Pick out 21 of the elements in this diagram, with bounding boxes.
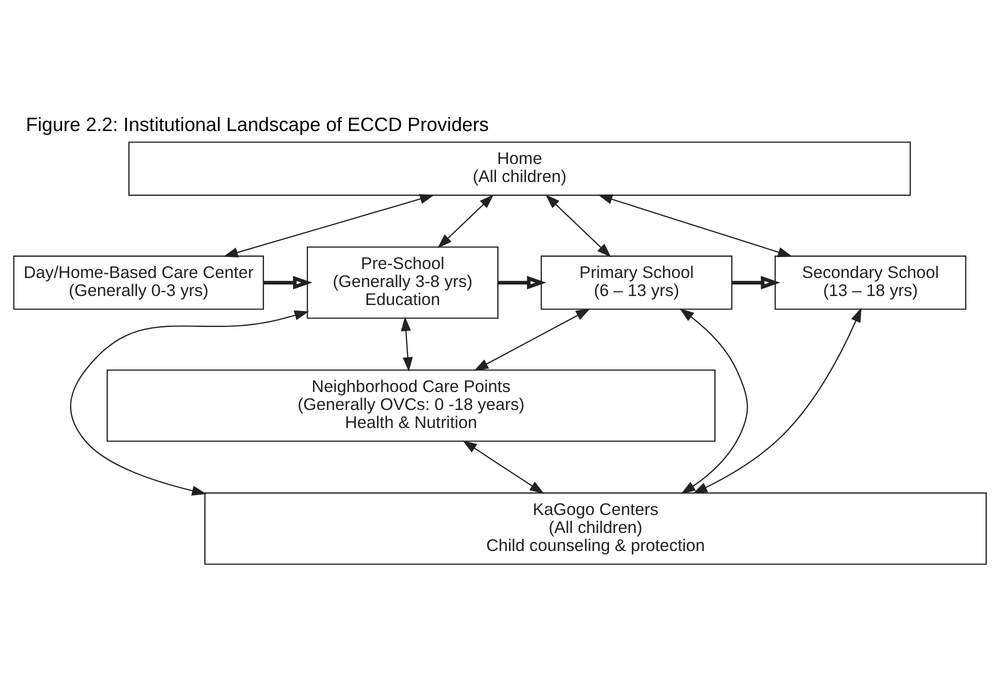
arrow (223, 194, 434, 257)
node-box: Secondary School (13 – 18 yrs) (774, 255, 966, 310)
arrow (498, 275, 546, 289)
arrow (474, 308, 590, 370)
node-box: Pre-School (Generally 3-8 yrs) Education (306, 246, 498, 318)
arrow (545, 194, 612, 257)
arrow (598, 194, 792, 257)
arrow (400, 316, 413, 372)
diagram-title: Figure 2.2: Institutional Landscape of ECCD Providers (26, 114, 489, 136)
arrow (438, 194, 494, 248)
arrow (263, 275, 312, 289)
node-box: Home (All children) (128, 141, 911, 196)
arrow (680, 308, 748, 494)
arrow (692, 307, 862, 494)
node-box: Primary School (6 – 13 yrs) (540, 255, 732, 310)
node-box: Neighborhood Care Points (Generally OVCs: 0 -18 years) Health & Nutrition (106, 368, 716, 442)
arrow (732, 275, 780, 289)
node-box: KaGogo Centers (All children) Child counseling & protection (204, 492, 987, 564)
arrow (462, 440, 544, 494)
arrow (70, 310, 309, 496)
node-box: Day/Home-Based Care Center (Generally 0-3 yrs) (13, 255, 264, 310)
